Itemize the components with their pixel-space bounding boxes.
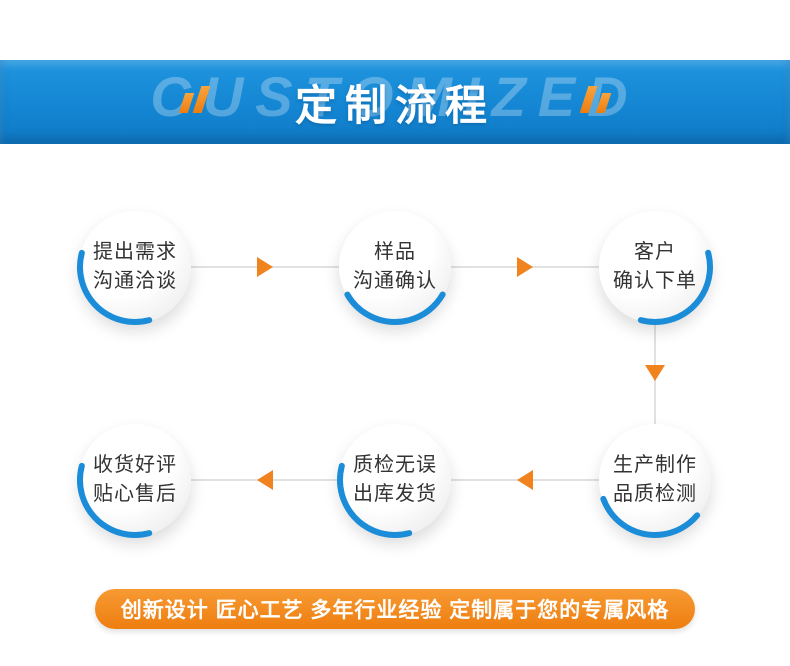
arrow-left-icon bbox=[257, 470, 273, 490]
step-label: 质检无误 出库发货 bbox=[353, 451, 437, 509]
arrow-down-icon bbox=[645, 365, 665, 381]
step-line: 收货好评 bbox=[93, 454, 177, 476]
step-line: 品质检测 bbox=[613, 483, 697, 505]
step-label: 生产制作 品质检测 bbox=[613, 451, 697, 509]
step-arc-icon bbox=[597, 209, 713, 325]
watermark-text: CUSTOMIZED bbox=[150, 65, 640, 128]
slash-bar bbox=[178, 93, 195, 113]
page-title: 定制流程 bbox=[294, 81, 495, 129]
step-label: 提出需求 沟通洽谈 bbox=[93, 238, 177, 296]
step-label: 样品 沟通确认 bbox=[353, 238, 437, 296]
step-line: 样品 bbox=[374, 241, 416, 263]
step-arc-icon bbox=[77, 209, 193, 325]
step-line: 质检无误 bbox=[353, 454, 437, 476]
arrow-right-icon bbox=[517, 257, 533, 277]
step-arc-icon bbox=[337, 209, 453, 325]
step-label: 收货好评 贴心售后 bbox=[93, 451, 177, 509]
accent-slash-left-icon bbox=[178, 86, 211, 113]
step-line: 出库发货 bbox=[353, 483, 437, 505]
step-line: 沟通洽谈 bbox=[93, 270, 177, 292]
step-circle-1: 提出需求 沟通洽谈 bbox=[77, 209, 193, 325]
step-line: 提出需求 bbox=[93, 241, 177, 263]
header-ribbon: CUSTOMIZED 定制流程 bbox=[0, 60, 790, 144]
step-line: 贴心售后 bbox=[93, 483, 177, 505]
step-line: 客户 bbox=[634, 241, 676, 263]
step-circle-2: 样品 沟通确认 bbox=[337, 209, 453, 325]
step-circle-4: 生产制作 品质检测 bbox=[597, 422, 713, 538]
arrow-right-icon bbox=[257, 257, 273, 277]
step-line: 生产制作 bbox=[613, 454, 697, 476]
step-arc-icon bbox=[597, 422, 713, 538]
step-circle-3: 客户 确认下单 bbox=[597, 209, 713, 325]
step-line: 沟通确认 bbox=[353, 270, 437, 292]
step-circle-6: 收货好评 贴心售后 bbox=[77, 422, 193, 538]
accent-slash-right-icon bbox=[579, 86, 612, 113]
arrow-left-icon bbox=[517, 470, 533, 490]
step-arc-icon bbox=[337, 422, 453, 538]
step-line: 确认下单 bbox=[613, 270, 697, 292]
footer-slogan: 创新设计 匠心工艺 多年行业经验 定制属于您的专属风格 bbox=[95, 589, 695, 629]
step-arc-icon bbox=[77, 422, 193, 538]
footer-slogan-text: 创新设计 匠心工艺 多年行业经验 定制属于您的专属风格 bbox=[120, 599, 670, 622]
step-label: 客户 确认下单 bbox=[613, 238, 697, 296]
step-circle-5: 质检无误 出库发货 bbox=[337, 422, 453, 538]
